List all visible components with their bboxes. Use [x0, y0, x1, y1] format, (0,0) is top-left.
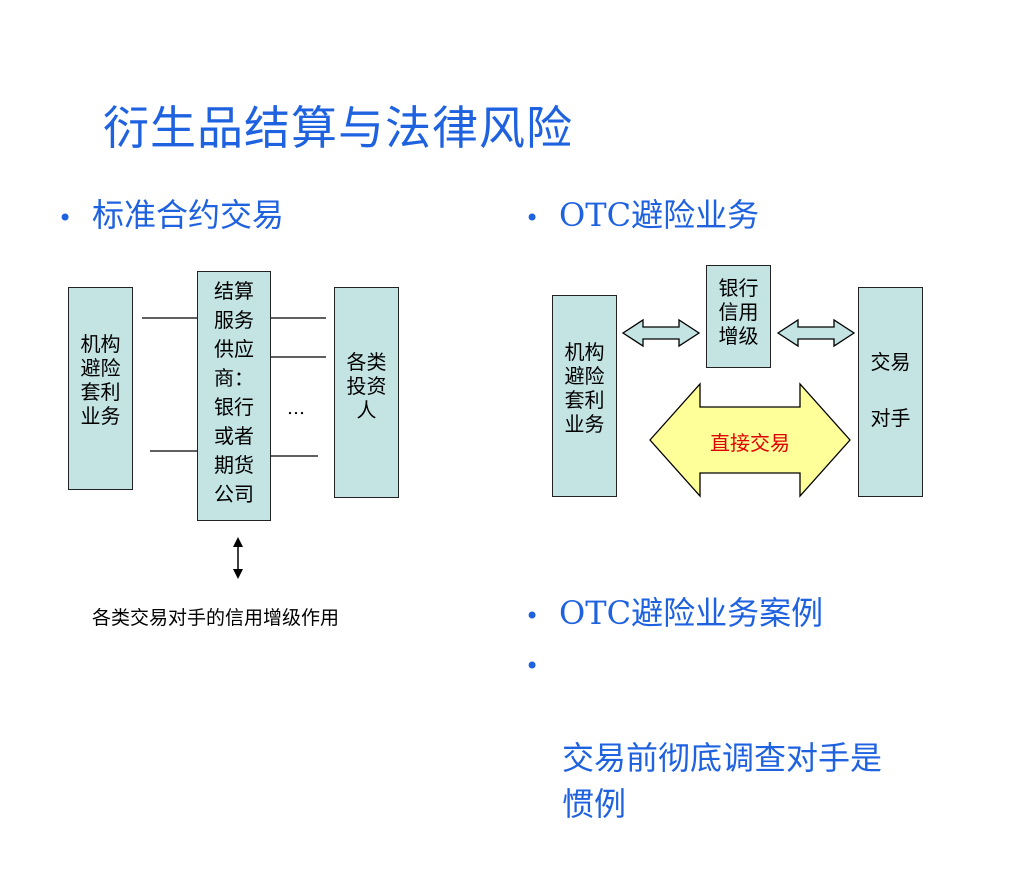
box-institution-right: 机构 避险 套利 业务	[552, 295, 617, 497]
double-arrow-left-icon	[621, 318, 701, 348]
box-institution-left-label: 机构 避险 套利 业务	[80, 332, 121, 428]
direct-trade-arrow-icon	[649, 382, 851, 498]
box-counterparty-label: 交易 对手	[870, 350, 911, 430]
bullet-dot-icon: •	[525, 601, 540, 630]
bullet-dot-icon: •	[525, 652, 540, 680]
slide-title: 衍生品结算与法律风险	[103, 101, 573, 155]
double-arrow-right-icon	[776, 318, 856, 348]
box-institution-left: 机构 避险 套利 业务	[68, 287, 133, 490]
vertical-double-arrow-icon	[233, 537, 243, 579]
box-clearing-provider: 结算 服务 供应 商： 银行 或者 期货 公司	[197, 271, 271, 521]
bullet-dot-icon: •	[525, 203, 540, 232]
box-institution-right-label: 机构 避险 套利 业务	[564, 340, 605, 436]
diagram-connectors	[142, 317, 856, 579]
bullet-otc-hedging: •OTC避险业务	[525, 196, 760, 234]
box-clearing-provider-label: 结算 服务 供应 商： 银行 或者 期货 公司	[214, 279, 254, 506]
box-counterparty: 交易 对手	[858, 287, 923, 497]
box-bank-credit: 银行 信用 增级	[706, 265, 771, 368]
ellipsis-text: …	[287, 398, 305, 419]
direct-trade-label: 直接交易	[710, 431, 790, 455]
box-investors: 各类 投资 人	[334, 287, 399, 498]
bullet-otc-case: •OTC避险业务案例	[525, 594, 824, 632]
box-investors-label: 各类 投资 人	[346, 350, 387, 422]
credit-enhancement-caption: 各类交易对手的信用增级作用	[92, 607, 340, 629]
box-bank-credit-label: 银行 信用 增级	[718, 276, 759, 348]
bullet-dot-icon: •	[58, 203, 73, 232]
bullet-due-diligence: • 交易前彻底调查对手是 惯例	[525, 643, 882, 873]
bullet-standard-contract: •标准合约交易	[58, 196, 285, 234]
